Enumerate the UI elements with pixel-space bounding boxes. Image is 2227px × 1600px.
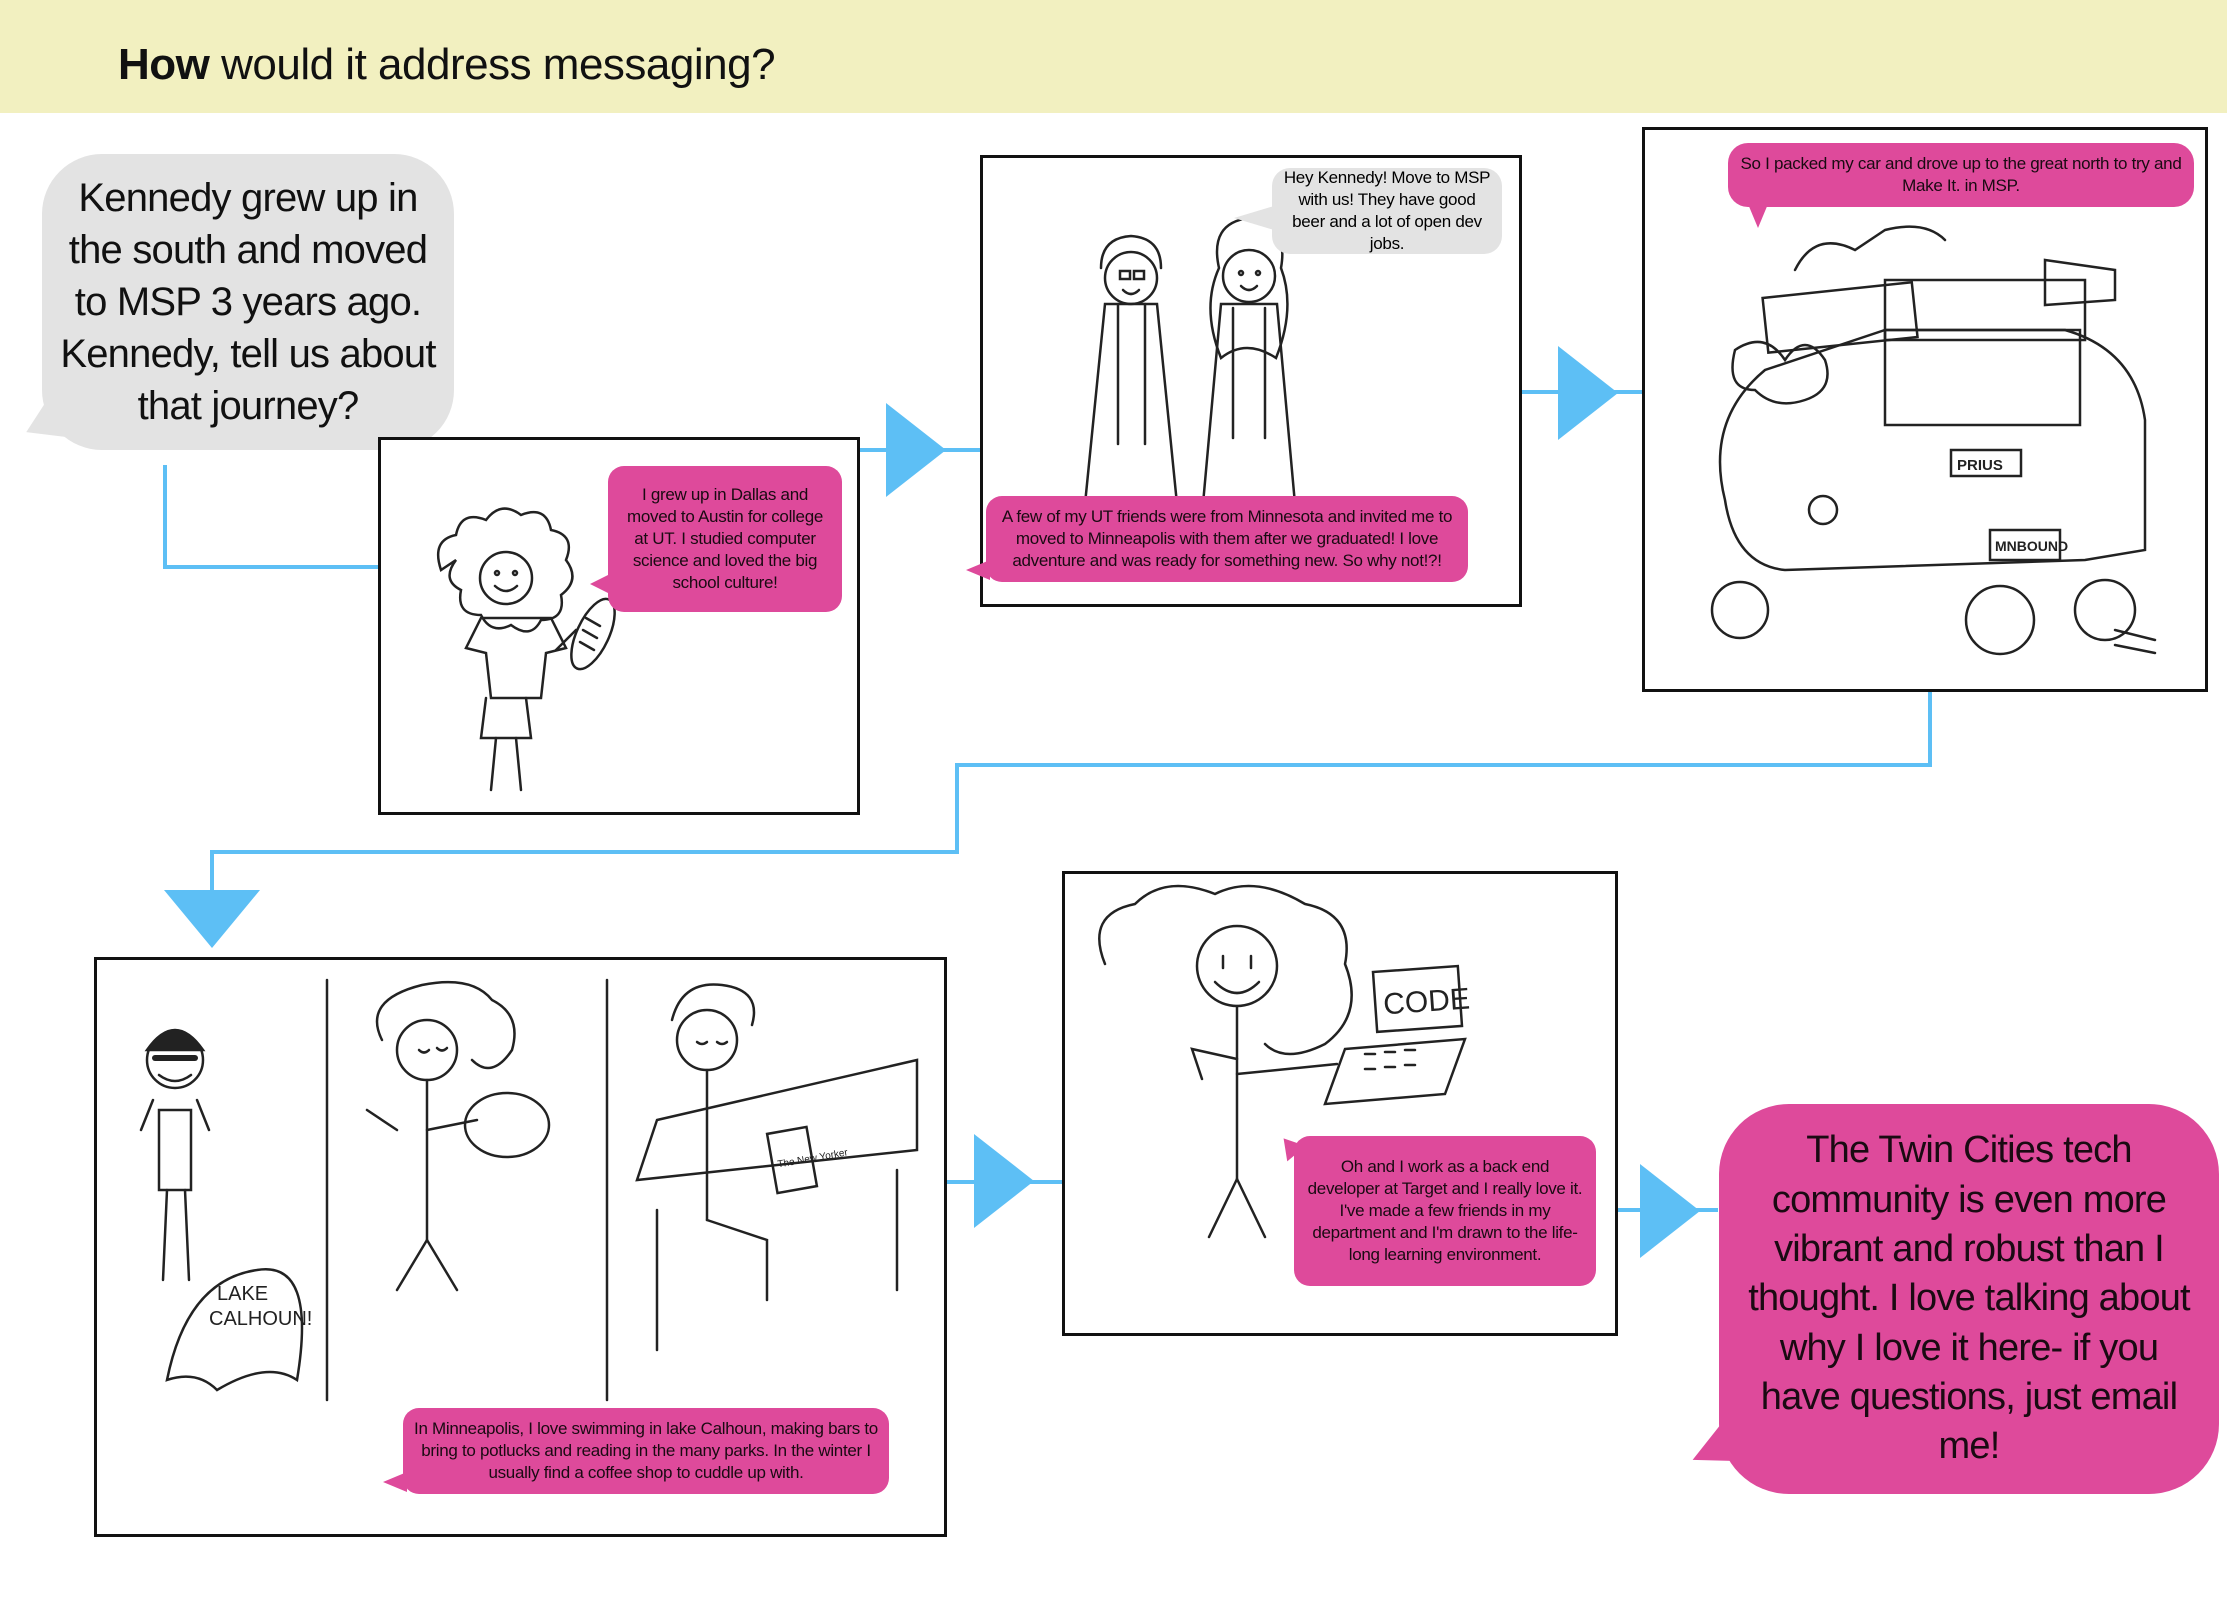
minneapolis-activities-sketch: LAKE CALHOUN! The New Yorker (139, 978, 919, 1402)
panel3-caption-bubble: So I packed my car and drove up to the g… (1728, 143, 2194, 207)
arrowhead-to-panel4 (164, 890, 260, 948)
panel4-caption-bubble: In Minneapolis, I love swimming in lake … (403, 1408, 889, 1494)
arrowhead-to-panel5 (974, 1134, 1034, 1228)
panel3-caption-tail (1748, 204, 1768, 228)
car-label-plate: MNBOUND (1995, 538, 2068, 554)
panel4-caption-tail (383, 1472, 407, 1492)
panel2-caption-tail (966, 560, 990, 580)
lake-label-1: LAKE (217, 1283, 268, 1305)
panel-road-trip: PRIUS MNBOUND (1642, 127, 2208, 692)
intro-speech-bubble: Kennedy grew up in the south and moved t… (42, 154, 454, 450)
panel1-caption-tail (590, 572, 614, 596)
developer-with-laptop-sketch: CODE (1098, 884, 1471, 1239)
arrowhead-to-panel3 (1558, 346, 1618, 440)
panel2-caption-bubble: A few of my UT friends were from Minneso… (986, 496, 1468, 582)
panel5-caption-bubble: Oh and I work as a back end developer at… (1294, 1136, 1596, 1286)
car-label-prius: PRIUS (1957, 457, 2003, 474)
title-rest: would it address messaging? (209, 40, 776, 89)
panel2-speech-tail (1234, 206, 1274, 230)
connector-panel3-to-panel4 (210, 690, 1932, 895)
connector-intro-to-panel1 (163, 465, 378, 569)
panel2-speech-bubble: Hey Kennedy! Move to MSP with us! They h… (1272, 168, 1502, 254)
lake-label-2: CALHOUN! (209, 1308, 312, 1330)
header-banner: How would it address messaging? (0, 0, 2227, 113)
packed-car-sketch: PRIUS MNBOUND (1710, 225, 2157, 656)
laptop-screen-label: CODE (1382, 982, 1471, 1021)
arrowhead-to-closing (1640, 1164, 1700, 1258)
closing-speech-bubble: The Twin Cities tech community is even m… (1719, 1104, 2219, 1494)
title-bold: How (118, 40, 210, 89)
panel1-caption-bubble: I grew up in Dallas and moved to Austin … (608, 466, 842, 612)
stick-figure-football-sketch (436, 507, 616, 792)
arrowhead-to-panel2 (886, 403, 946, 497)
page-title: How would it address messaging? (118, 40, 776, 90)
